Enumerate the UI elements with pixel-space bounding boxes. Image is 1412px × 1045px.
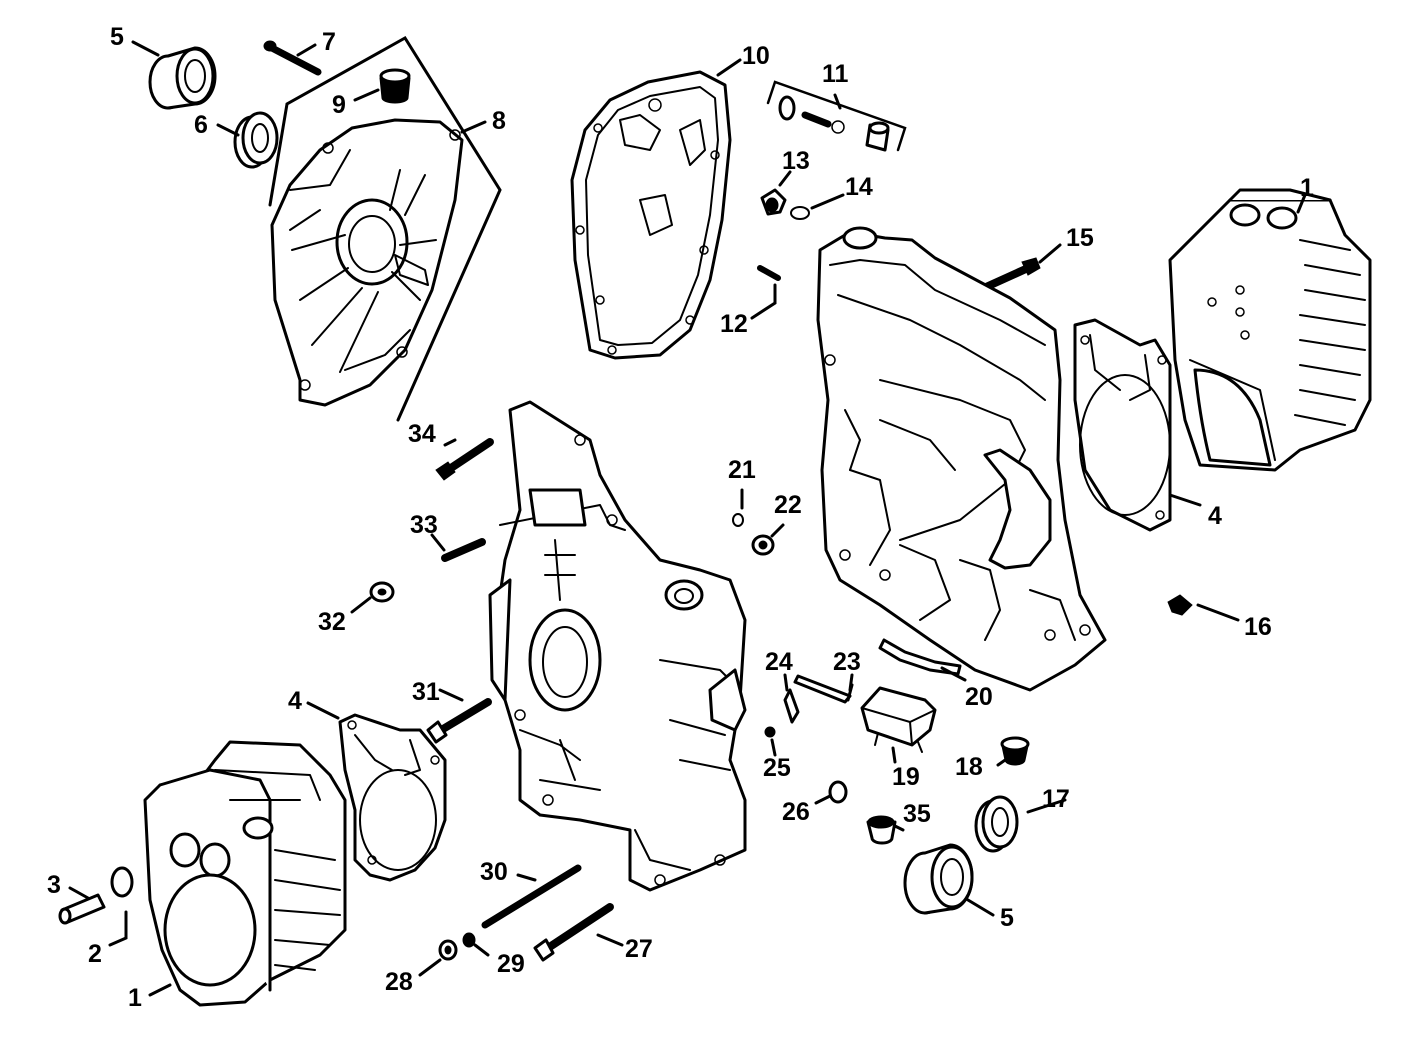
plug-16 xyxy=(1167,594,1193,616)
gasket-10 xyxy=(570,70,732,360)
callout-23: 23 xyxy=(833,648,861,676)
callout-32: 32 xyxy=(318,608,346,636)
bolt-27 xyxy=(533,903,614,962)
callout-1-right: 1 xyxy=(1300,174,1314,202)
oil-seal-6 xyxy=(233,111,279,169)
callout-7: 7 xyxy=(322,28,336,56)
callout-21: 21 xyxy=(728,456,756,484)
callout-3: 3 xyxy=(47,871,61,899)
o-ring-21 xyxy=(732,513,744,527)
gasket-20 xyxy=(878,638,962,676)
closure-plate-bracket xyxy=(268,35,502,422)
nut-28 xyxy=(438,939,458,961)
clamp-24 xyxy=(783,688,800,724)
screw-7 xyxy=(263,40,322,76)
callout-9: 9 xyxy=(332,91,346,119)
callout-14: 14 xyxy=(845,173,873,201)
screw-25 xyxy=(764,726,776,738)
bolt-31 xyxy=(426,698,492,744)
stud-30 xyxy=(481,864,582,929)
callout-22: 22 xyxy=(774,491,802,519)
callout-34: 34 xyxy=(408,420,436,448)
closure-plate xyxy=(270,118,464,407)
o-ring-2 xyxy=(110,866,134,898)
cylinder-right xyxy=(1168,188,1372,472)
callout-2: 2 xyxy=(88,940,102,968)
head-gasket-right xyxy=(1073,318,1172,532)
leader-lines xyxy=(68,40,1307,997)
callout-19: 19 xyxy=(892,763,920,791)
callout-13: 13 xyxy=(782,147,810,175)
callout-10: 10 xyxy=(742,42,770,70)
callout-35: 35 xyxy=(903,800,931,828)
washer-29 xyxy=(462,932,476,948)
callout-5-lower: 5 xyxy=(1000,904,1014,932)
head-gasket-left xyxy=(338,713,447,882)
cap-35 xyxy=(866,815,897,845)
stud-33 xyxy=(441,538,486,562)
callout-18: 18 xyxy=(955,753,983,781)
callout-30: 30 xyxy=(480,858,508,886)
nut-22 xyxy=(751,534,775,556)
module-19 xyxy=(860,686,937,753)
plug-18 xyxy=(1000,736,1030,766)
callout-11: 11 xyxy=(822,60,849,88)
callout-numbers: 5 7 9 6 8 10 11 12 13 14 15 1 4 16 17 18… xyxy=(47,23,1314,1012)
callout-5-upper: 5 xyxy=(110,23,124,51)
clip-14 xyxy=(790,206,810,220)
callout-28: 28 xyxy=(385,968,413,996)
callout-1-left: 1 xyxy=(128,984,142,1012)
bushing-13 xyxy=(760,188,787,216)
callout-8: 8 xyxy=(492,107,506,135)
callout-17: 17 xyxy=(1042,785,1070,813)
callout-24: 24 xyxy=(765,648,793,676)
crankcase-right xyxy=(816,226,1107,692)
oil-seal-17 xyxy=(974,795,1019,853)
callout-31: 31 xyxy=(412,678,440,706)
cylinder-left xyxy=(143,740,347,1007)
callout-4-right: 4 xyxy=(1208,502,1222,530)
callout-20: 20 xyxy=(965,683,993,711)
callout-29: 29 xyxy=(497,950,525,978)
breather-assembly-11 xyxy=(766,80,907,152)
bolt-34 xyxy=(435,438,494,481)
oil-seal-housing-lower xyxy=(903,843,974,915)
nut-32 xyxy=(369,581,395,603)
plug-26 xyxy=(828,780,848,804)
callout-33: 33 xyxy=(410,511,438,539)
callout-6: 6 xyxy=(194,111,208,139)
crankcase-left xyxy=(488,400,747,892)
plug-9 xyxy=(379,68,411,104)
callout-16: 16 xyxy=(1244,613,1272,641)
pin-12 xyxy=(757,265,781,281)
callout-27: 27 xyxy=(625,935,653,963)
tube-23 xyxy=(793,674,854,704)
callout-15: 15 xyxy=(1066,224,1094,252)
callout-12: 12 xyxy=(720,310,748,338)
oil-seal-housing-upper xyxy=(148,46,217,110)
callout-4-left: 4 xyxy=(288,687,302,715)
dowel-3 xyxy=(58,893,106,925)
callout-26: 26 xyxy=(782,798,810,826)
callout-25: 25 xyxy=(763,754,791,782)
